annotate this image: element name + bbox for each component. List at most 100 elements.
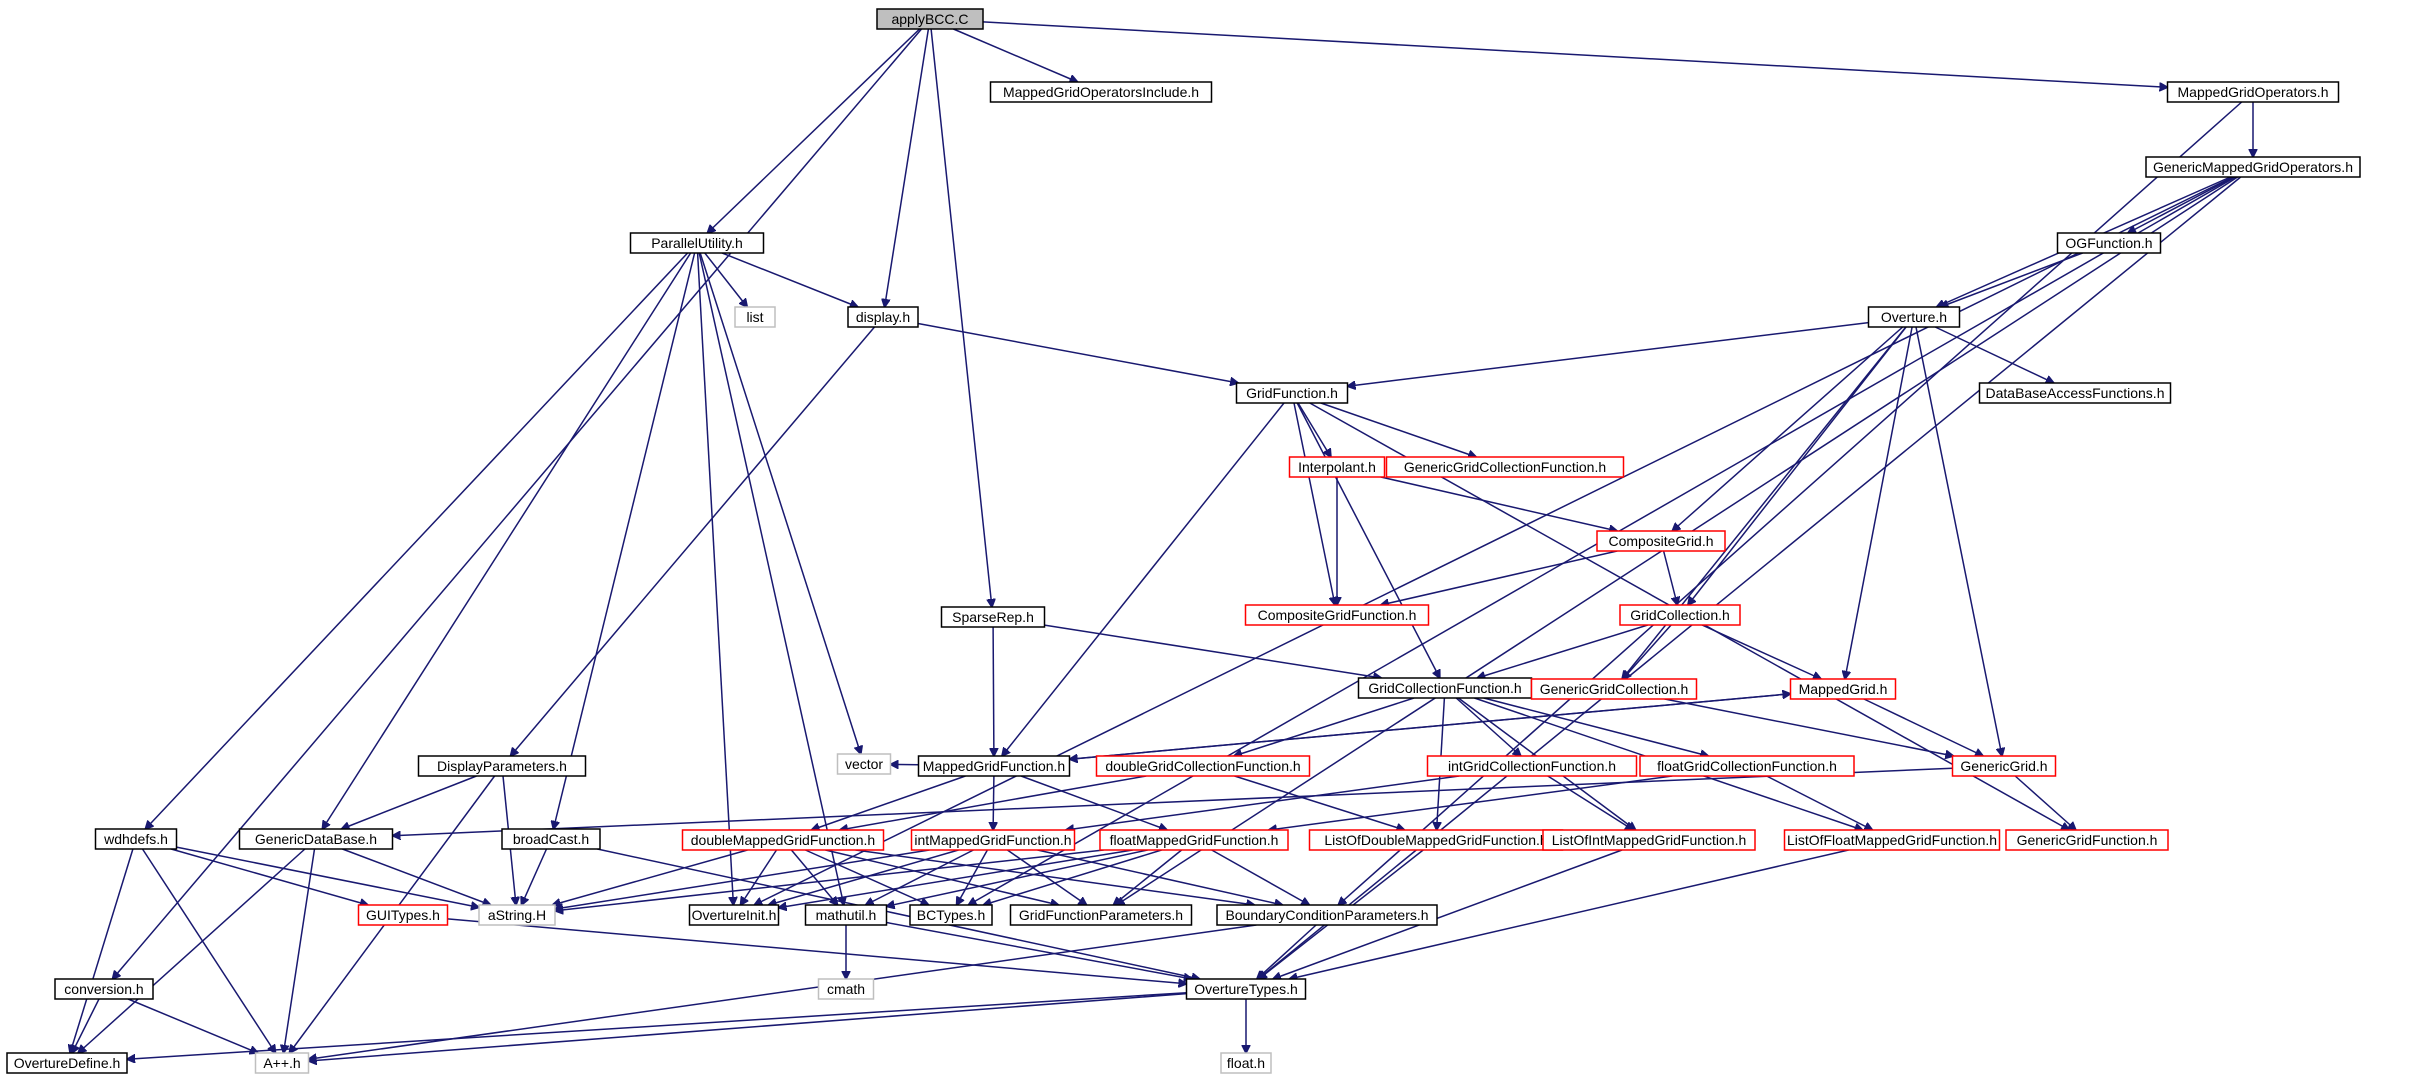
node-box-conversion[interactable]: [54, 978, 154, 1000]
node-box-OvertureTypes[interactable]: [1185, 978, 1307, 1000]
node-box-wdhdefs[interactable]: [94, 828, 178, 850]
node-box-dMGF[interactable]: [681, 829, 885, 851]
node-GridCollection[interactable]: GridCollection.h: [1619, 604, 1741, 626]
node-box-LOIMGF[interactable]: [1542, 829, 1756, 851]
node-box-display[interactable]: [847, 306, 919, 328]
node-box-BCTypes[interactable]: [909, 904, 993, 926]
node-box-MappedGrid[interactable]: [1789, 678, 1897, 700]
node-wdhdefs[interactable]: wdhdefs.h: [94, 828, 178, 850]
node-box-broadCast[interactable]: [501, 828, 601, 850]
node-CompositeGrid[interactable]: CompositeGrid.h: [1596, 530, 1726, 552]
node-box-aString[interactable]: [478, 904, 556, 926]
node-display[interactable]: display.h: [847, 306, 919, 328]
node-box-GridFunction[interactable]: [1235, 382, 1349, 404]
node-box-applyBCC[interactable]: [876, 8, 984, 30]
node-box-OGFunction[interactable]: [2056, 232, 2162, 254]
node-Interpolant[interactable]: Interpolant.h: [1288, 456, 1386, 478]
node-iGCF[interactable]: intGridCollectionFunction.h: [1426, 755, 1638, 777]
node-box-LOFMGF[interactable]: [1783, 829, 2001, 851]
node-mathutil[interactable]: mathutil.h: [804, 904, 888, 926]
node-conversion[interactable]: conversion.h: [54, 978, 154, 1000]
node-GDB[interactable]: GenericDataBase.h: [238, 828, 394, 850]
node-SparseRep[interactable]: SparseRep.h: [940, 606, 1046, 628]
node-GMGO[interactable]: GenericMappedGridOperators.h: [2145, 156, 2361, 178]
node-OvertureTypes[interactable]: OvertureTypes.h: [1185, 978, 1307, 1000]
node-MappedGrid[interactable]: MappedGrid.h: [1789, 678, 1897, 700]
node-box-dGCF[interactable]: [1095, 755, 1311, 777]
node-OvertureDefine[interactable]: OvertureDefine.h: [6, 1052, 128, 1074]
node-vector[interactable]: vector: [836, 753, 892, 775]
node-ParallelUtility[interactable]: ParallelUtility.h: [629, 232, 765, 254]
node-cmath[interactable]: cmath: [817, 978, 875, 1000]
node-box-GGF[interactable]: [2005, 829, 2169, 851]
node-GGCF[interactable]: GenericGridCollectionFunction.h: [1385, 456, 1625, 478]
node-box-cmath[interactable]: [817, 978, 875, 1000]
node-box-mathutil[interactable]: [804, 904, 888, 926]
node-Overture[interactable]: Overture.h: [1867, 306, 1961, 328]
node-box-MGOInclude[interactable]: [989, 81, 1213, 103]
node-DBAF[interactable]: DataBaseAccessFunctions.h: [1978, 382, 2172, 404]
node-box-GFP[interactable]: [1009, 904, 1193, 926]
node-LOIMGF[interactable]: ListOfIntMappedGridFunction.h: [1542, 829, 1756, 851]
node-box-OvertureInit[interactable]: [688, 904, 780, 926]
node-GUITypes[interactable]: GUITypes.h: [357, 904, 449, 926]
node-box-GGCF[interactable]: [1385, 456, 1625, 478]
node-box-App[interactable]: [254, 1052, 310, 1074]
node-box-OvertureDefine[interactable]: [6, 1052, 128, 1074]
edge-ParallelUtility-to-GDB: [322, 252, 692, 829]
node-DisplayParameters[interactable]: DisplayParameters.h: [417, 755, 587, 777]
node-BCTypes[interactable]: BCTypes.h: [909, 904, 993, 926]
node-box-MGF[interactable]: [917, 755, 1071, 777]
node-box-fMGF[interactable]: [1099, 829, 1289, 851]
node-box-vector[interactable]: [836, 753, 892, 775]
node-box-ParallelUtility[interactable]: [629, 232, 765, 254]
node-list[interactable]: list: [734, 306, 776, 328]
node-box-GMGO[interactable]: [2145, 156, 2361, 178]
node-aString[interactable]: aString.H: [478, 904, 556, 926]
node-label-GCF: GridCollectionFunction.h: [1368, 680, 1521, 696]
node-OGFunction[interactable]: OGFunction.h: [2056, 232, 2162, 254]
node-OvertureInit[interactable]: OvertureInit.h: [688, 904, 780, 926]
node-box-CGF[interactable]: [1244, 604, 1430, 626]
node-box-iGCF[interactable]: [1426, 755, 1638, 777]
node-iMGF[interactable]: intMappedGridFunction.h: [910, 829, 1076, 851]
node-CGF[interactable]: CompositeGridFunction.h: [1244, 604, 1430, 626]
node-box-CompositeGrid[interactable]: [1596, 530, 1726, 552]
node-box-MGO[interactable]: [2166, 81, 2340, 103]
node-box-GUITypes[interactable]: [357, 904, 449, 926]
node-float[interactable]: float.h: [1220, 1052, 1272, 1074]
node-box-GGC[interactable]: [1530, 678, 1698, 700]
node-MGF[interactable]: MappedGridFunction.h: [917, 755, 1071, 777]
node-box-GridCollection[interactable]: [1619, 604, 1741, 626]
node-fMGF[interactable]: floatMappedGridFunction.h: [1099, 829, 1289, 851]
node-box-DBAF[interactable]: [1978, 382, 2172, 404]
node-MGOInclude[interactable]: MappedGridOperatorsInclude.h: [989, 81, 1213, 103]
node-GridFunction[interactable]: GridFunction.h: [1235, 382, 1349, 404]
node-GGF[interactable]: GenericGridFunction.h: [2005, 829, 2169, 851]
node-box-SparseRep[interactable]: [940, 606, 1046, 628]
node-App[interactable]: A++.h: [254, 1052, 310, 1074]
node-LODMGF[interactable]: ListOfDoubleMappedGridFunction.h: [1308, 829, 1564, 851]
node-box-list[interactable]: [734, 306, 776, 328]
node-box-fGCF[interactable]: [1639, 755, 1855, 777]
node-box-Overture[interactable]: [1867, 306, 1961, 328]
node-dGCF[interactable]: doubleGridCollectionFunction.h: [1095, 755, 1311, 777]
node-box-GDB[interactable]: [238, 828, 394, 850]
node-GenericGrid[interactable]: GenericGrid.h: [1951, 755, 2057, 777]
node-BCP[interactable]: BoundaryConditionParameters.h: [1216, 904, 1438, 926]
node-GFP[interactable]: GridFunctionParameters.h: [1009, 904, 1193, 926]
node-broadCast[interactable]: broadCast.h: [501, 828, 601, 850]
node-MGO[interactable]: MappedGridOperators.h: [2166, 81, 2340, 103]
node-LOFMGF[interactable]: ListOfFloatMappedGridFunction.h: [1783, 829, 2001, 851]
node-box-BCP[interactable]: [1216, 904, 1438, 926]
node-box-iMGF[interactable]: [910, 829, 1076, 851]
node-box-Interpolant[interactable]: [1288, 456, 1386, 478]
node-GCF[interactable]: GridCollectionFunction.h: [1357, 677, 1533, 699]
node-box-DisplayParameters[interactable]: [417, 755, 587, 777]
node-GGC[interactable]: GenericGridCollection.h: [1530, 678, 1698, 700]
node-dMGF[interactable]: doubleMappedGridFunction.h: [681, 829, 885, 851]
node-fGCF[interactable]: floatGridCollectionFunction.h: [1639, 755, 1855, 777]
node-box-float[interactable]: [1220, 1052, 1272, 1074]
node-box-GenericGrid[interactable]: [1951, 755, 2057, 777]
node-applyBCC[interactable]: applyBCC.C: [876, 8, 984, 30]
